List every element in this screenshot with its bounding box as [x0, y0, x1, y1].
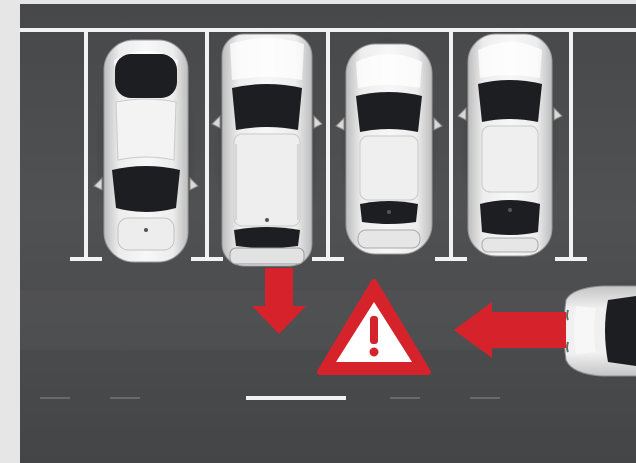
white-car-icon — [212, 28, 322, 272]
white-car-icon — [94, 34, 198, 266]
white-car-icon — [458, 26, 562, 262]
white-car-icon — [336, 36, 442, 260]
